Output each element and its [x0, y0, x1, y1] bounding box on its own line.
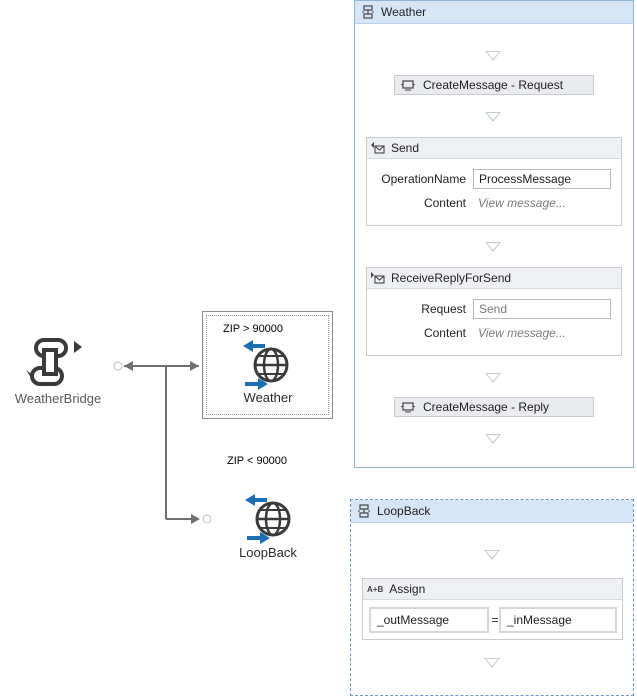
receive-reply-icon	[371, 272, 385, 284]
receive-content-row: Content View message...	[367, 326, 566, 340]
drop-target-arrow	[485, 434, 501, 444]
send-view-message-link[interactable]: View message...	[478, 196, 566, 210]
sequence-icon	[362, 5, 374, 19]
request-row: Request Send	[367, 299, 611, 319]
assign-activity-title: Assign	[389, 582, 426, 596]
send-content-label: Content	[423, 196, 466, 210]
operation-name-label: OperationName	[381, 172, 466, 186]
receive-reply-title: ReceiveReplyForSend	[391, 271, 512, 285]
bridge-icon	[26, 338, 82, 386]
drop-target-arrow	[485, 112, 501, 122]
send-content-row: Content View message...	[367, 196, 566, 210]
weather-condition: ZIP > 90000	[223, 323, 284, 335]
assign-value-field[interactable]: _inMessage	[499, 607, 617, 633]
loopback-condition: ZIP < 90000	[227, 455, 288, 467]
assign-activity[interactable]: A+B Assign _outMessage = _inMessage	[362, 578, 623, 640]
send-icon	[371, 142, 385, 154]
assign-equals: =	[491, 613, 499, 627]
drop-target-arrow	[484, 658, 500, 668]
drop-target-arrow	[485, 242, 501, 252]
receive-view-message-link[interactable]: View message...	[478, 326, 566, 340]
create-message-icon	[401, 80, 415, 91]
drop-target-arrow	[484, 550, 500, 560]
assign-icon: A+B	[367, 584, 384, 594]
loopback-workflow-panel[interactable]: LoopBack A+B Assign _outMessage = _inMes…	[350, 499, 634, 696]
assign-to-field[interactable]: _outMessage	[369, 607, 489, 633]
loopback-endpoint-node[interactable]	[243, 494, 295, 544]
create-request-activity[interactable]: CreateMessage - Request	[394, 75, 594, 95]
request-label: Request	[421, 302, 466, 316]
weather-workflow-panel[interactable]: Weather CreateMessage - Request Send Ope…	[354, 0, 634, 468]
weather-panel-header[interactable]: Weather	[355, 1, 633, 24]
weatherbridge-node[interactable]	[26, 336, 86, 392]
weather-panel-title: Weather	[381, 5, 427, 19]
selection-frame	[206, 315, 329, 415]
weather-endpoint-node[interactable]	[241, 340, 293, 390]
create-message-icon	[401, 402, 415, 413]
drop-target-arrow	[485, 51, 501, 61]
assign-activity-header[interactable]: A+B Assign	[363, 579, 622, 600]
weather-caption: Weather	[243, 390, 293, 405]
weatherbridge-label: WeatherBridge	[14, 391, 102, 406]
drop-target-arrow	[485, 373, 501, 383]
receive-reply-header[interactable]: ReceiveReplyForSend	[367, 268, 621, 289]
operation-name-row: OperationName ProcessMessage	[367, 169, 611, 189]
send-activity-header[interactable]: Send	[367, 138, 621, 159]
send-activity[interactable]: Send OperationName ProcessMessage Conten…	[366, 137, 622, 226]
weather-route-box[interactable]	[202, 311, 333, 419]
create-reply-activity[interactable]: CreateMessage - Reply	[394, 397, 594, 417]
loopback-panel-header[interactable]: LoopBack	[351, 500, 633, 523]
service-endpoint-icon	[245, 494, 291, 544]
request-field[interactable]: Send	[473, 299, 611, 319]
service-endpoint-icon	[243, 340, 289, 390]
receive-content-label: Content	[423, 326, 466, 340]
receive-reply-activity[interactable]: ReceiveReplyForSend Request Send Content…	[366, 267, 622, 356]
create-request-label: CreateMessage - Request	[423, 78, 564, 92]
create-reply-label: CreateMessage - Reply	[423, 400, 550, 414]
loopback-panel-title: LoopBack	[377, 504, 431, 518]
loopback-caption: LoopBack	[239, 545, 297, 560]
send-activity-title: Send	[391, 141, 420, 155]
operation-name-field[interactable]: ProcessMessage	[473, 169, 611, 189]
sequence-icon	[358, 504, 370, 518]
